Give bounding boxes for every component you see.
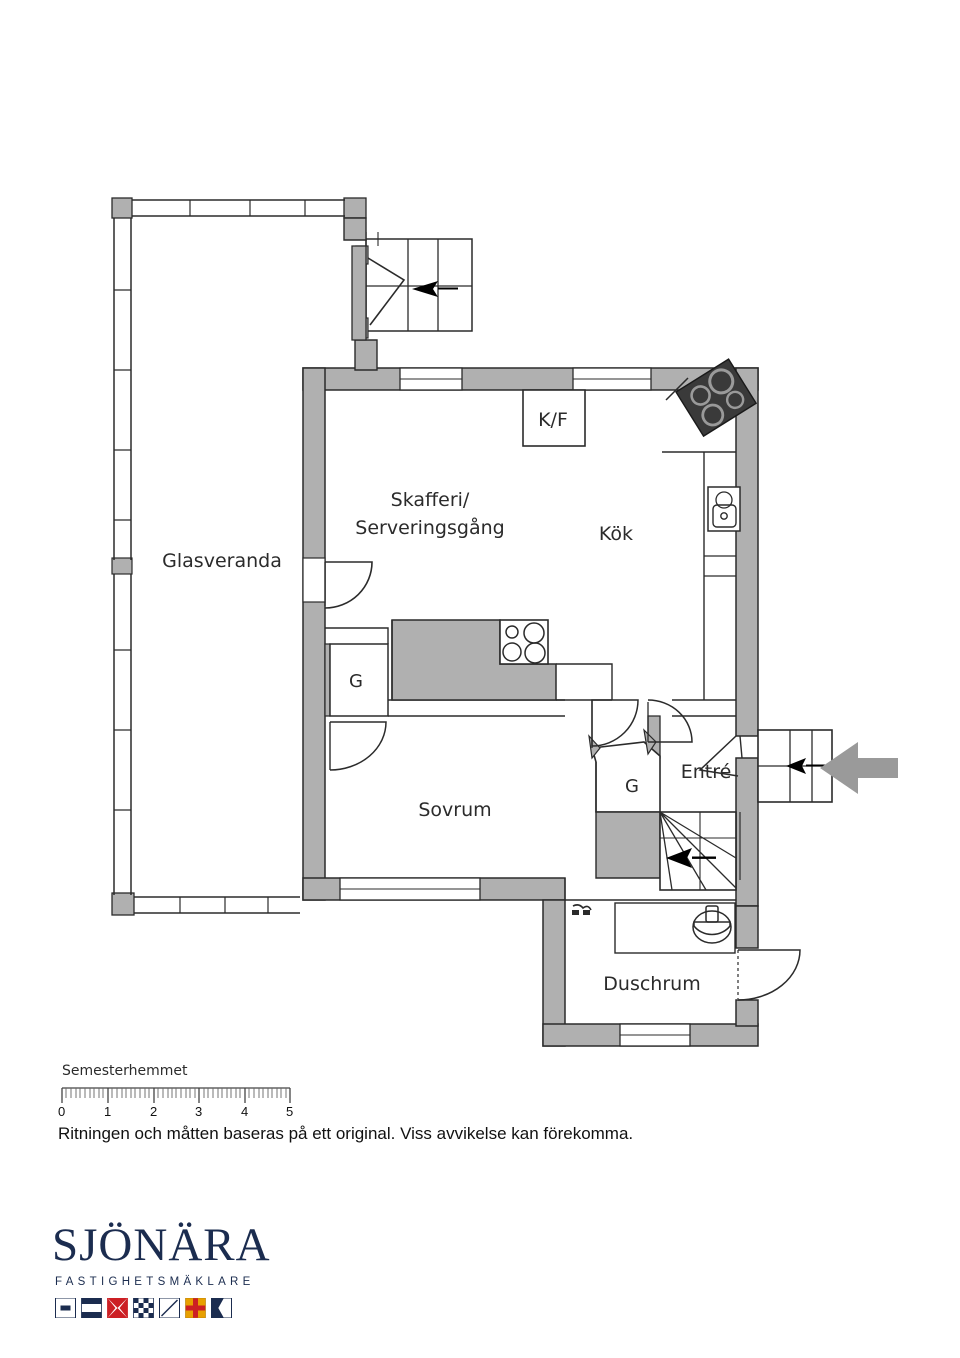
scale-bar-title: Semesterhemmet (62, 1063, 188, 1079)
scale-tick-2: 2 (150, 1104, 158, 1119)
sink-icon (707, 486, 741, 532)
room-label-garderob-kitchen: G (349, 671, 363, 692)
kitchen-fixtures (391, 358, 758, 701)
room-label-duschrum: Duschrum (603, 973, 700, 995)
brand-logo: SJÖNÄRA FASTIGHETSMÄKLARE (52, 1222, 312, 1318)
room-label-skafferi: Skafferi/ (391, 489, 470, 511)
entrance-area (698, 729, 898, 803)
scale-tick-4: 4 (241, 1104, 249, 1119)
brand-subtitle: FASTIGHETSMÄKLARE (55, 1276, 255, 1288)
toilet-icon (692, 905, 732, 944)
label-kylfrys: K/F (538, 409, 568, 431)
room-label-sovrum: Sovrum (418, 799, 491, 821)
flag-s-icon (55, 1298, 76, 1318)
room-label-garderob-entre: G (625, 776, 639, 797)
interior-partitions (324, 217, 736, 900)
stove-island-icon (499, 619, 549, 665)
flag-r-icon (185, 1298, 206, 1318)
flag-a-icon (159, 1298, 180, 1318)
scale-tick-3: 3 (195, 1104, 203, 1119)
scale-tick-0: 0 (58, 1104, 66, 1119)
direction-arrow-upper-icon (412, 281, 458, 297)
floor-fixture-icon (572, 904, 592, 915)
disclaimer-text: Ritningen och måtten baseras på ett orig… (58, 1124, 634, 1143)
upper-entry-steps (355, 232, 473, 339)
brand-name: SJÖNÄRA (52, 1219, 271, 1271)
room-label-entre: Entré (681, 761, 732, 783)
flag-b-icon (211, 1298, 232, 1318)
room-label-kok: Kök (599, 523, 633, 545)
duschrum-fixtures (565, 899, 736, 954)
scale-bar: Semesterhemmet (61, 1063, 291, 1103)
scale-tick-1: 1 (104, 1104, 112, 1119)
glasveranda-structure (111, 197, 367, 916)
stove-corner-icon (675, 358, 758, 438)
flag-w-icon (107, 1298, 128, 1318)
room-label-serveringsgang: Serveringsgång (355, 516, 504, 539)
flag-j-icon (81, 1298, 102, 1318)
staircase (659, 811, 741, 891)
entrance-arrow-icon (820, 742, 898, 794)
room-labels: Glasveranda Skafferi/ Serveringsgång Kök… (162, 409, 731, 995)
signal-flags (55, 1298, 312, 1318)
flag-n-icon (133, 1298, 154, 1318)
scale-tick-5: 5 (286, 1104, 294, 1119)
door-swings (324, 561, 373, 609)
stairs-direction-arrow-icon (666, 848, 716, 868)
room-label-glasveranda: Glasveranda (162, 550, 282, 572)
main-house-walls (302, 367, 801, 1047)
entrance-direction-arrow-small-icon (786, 758, 830, 774)
